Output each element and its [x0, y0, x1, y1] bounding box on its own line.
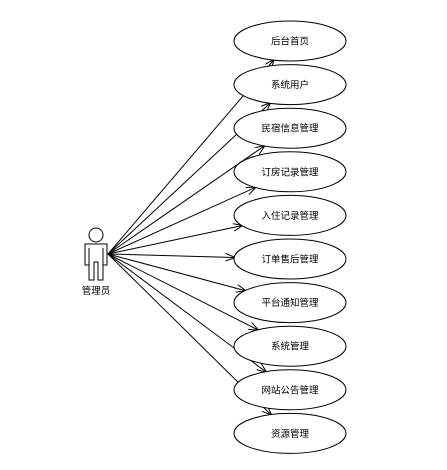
use-case-label: 系统管理: [271, 341, 310, 353]
use-case-ellipse[interactable]: [233, 325, 347, 367]
association-arrow: [107, 254, 234, 257]
use-case-ellipse[interactable]: [233, 194, 347, 236]
use-case-label: 入住记录管理: [261, 210, 319, 222]
use-case[interactable]: 网站公告管理: [233, 369, 347, 411]
use-case[interactable]: 入住记录管理: [233, 194, 347, 236]
use-case-label: 订单售后管理: [261, 254, 319, 266]
use-case[interactable]: 订房记录管理: [233, 151, 347, 193]
use-case-label: 订房记录管理: [261, 166, 319, 178]
use-case-ellipse[interactable]: [233, 282, 347, 324]
use-case[interactable]: 后台首页: [233, 20, 347, 62]
use-case-label: 民宿信息管理: [261, 123, 319, 135]
association-lines: [107, 60, 274, 414]
use-case-label: 系统用户: [271, 79, 309, 91]
use-case-ellipse[interactable]: [233, 369, 347, 411]
use-case-ellipse[interactable]: [233, 238, 347, 280]
use-cases: 后台首页系统用户民宿信息管理订房记录管理入住记录管理订单售后管理平台通知管理系统…: [233, 20, 347, 454]
use-case-label: 网站公告管理: [261, 384, 319, 396]
use-case[interactable]: 资源管理: [233, 412, 347, 454]
use-case-ellipse[interactable]: [233, 20, 347, 62]
association-arrow: [107, 187, 255, 255]
actor-body-icon: [84, 243, 108, 281]
use-case-label: 后台首页: [271, 36, 309, 48]
use-case[interactable]: 平台通知管理: [233, 282, 347, 324]
association-arrow: [107, 226, 242, 255]
use-case-ellipse[interactable]: [233, 107, 347, 149]
use-case-label: 资源管理: [271, 428, 310, 440]
use-case-ellipse[interactable]: [233, 412, 347, 454]
use-case-label: 平台通知管理: [261, 297, 319, 309]
association-arrow: [107, 253, 258, 330]
use-case[interactable]: 民宿信息管理: [233, 107, 347, 149]
use-case[interactable]: 系统管理: [233, 325, 347, 367]
use-case[interactable]: 系统用户: [233, 64, 347, 106]
use-case-ellipse[interactable]: [233, 151, 347, 193]
actor-label: 管理员: [82, 285, 111, 297]
use-case-ellipse[interactable]: [233, 64, 347, 106]
association-arrow: [107, 253, 245, 291]
use-case[interactable]: 订单售后管理: [233, 238, 347, 280]
actor-head-icon: [88, 227, 104, 243]
admin-actor: 管理员: [82, 227, 111, 297]
